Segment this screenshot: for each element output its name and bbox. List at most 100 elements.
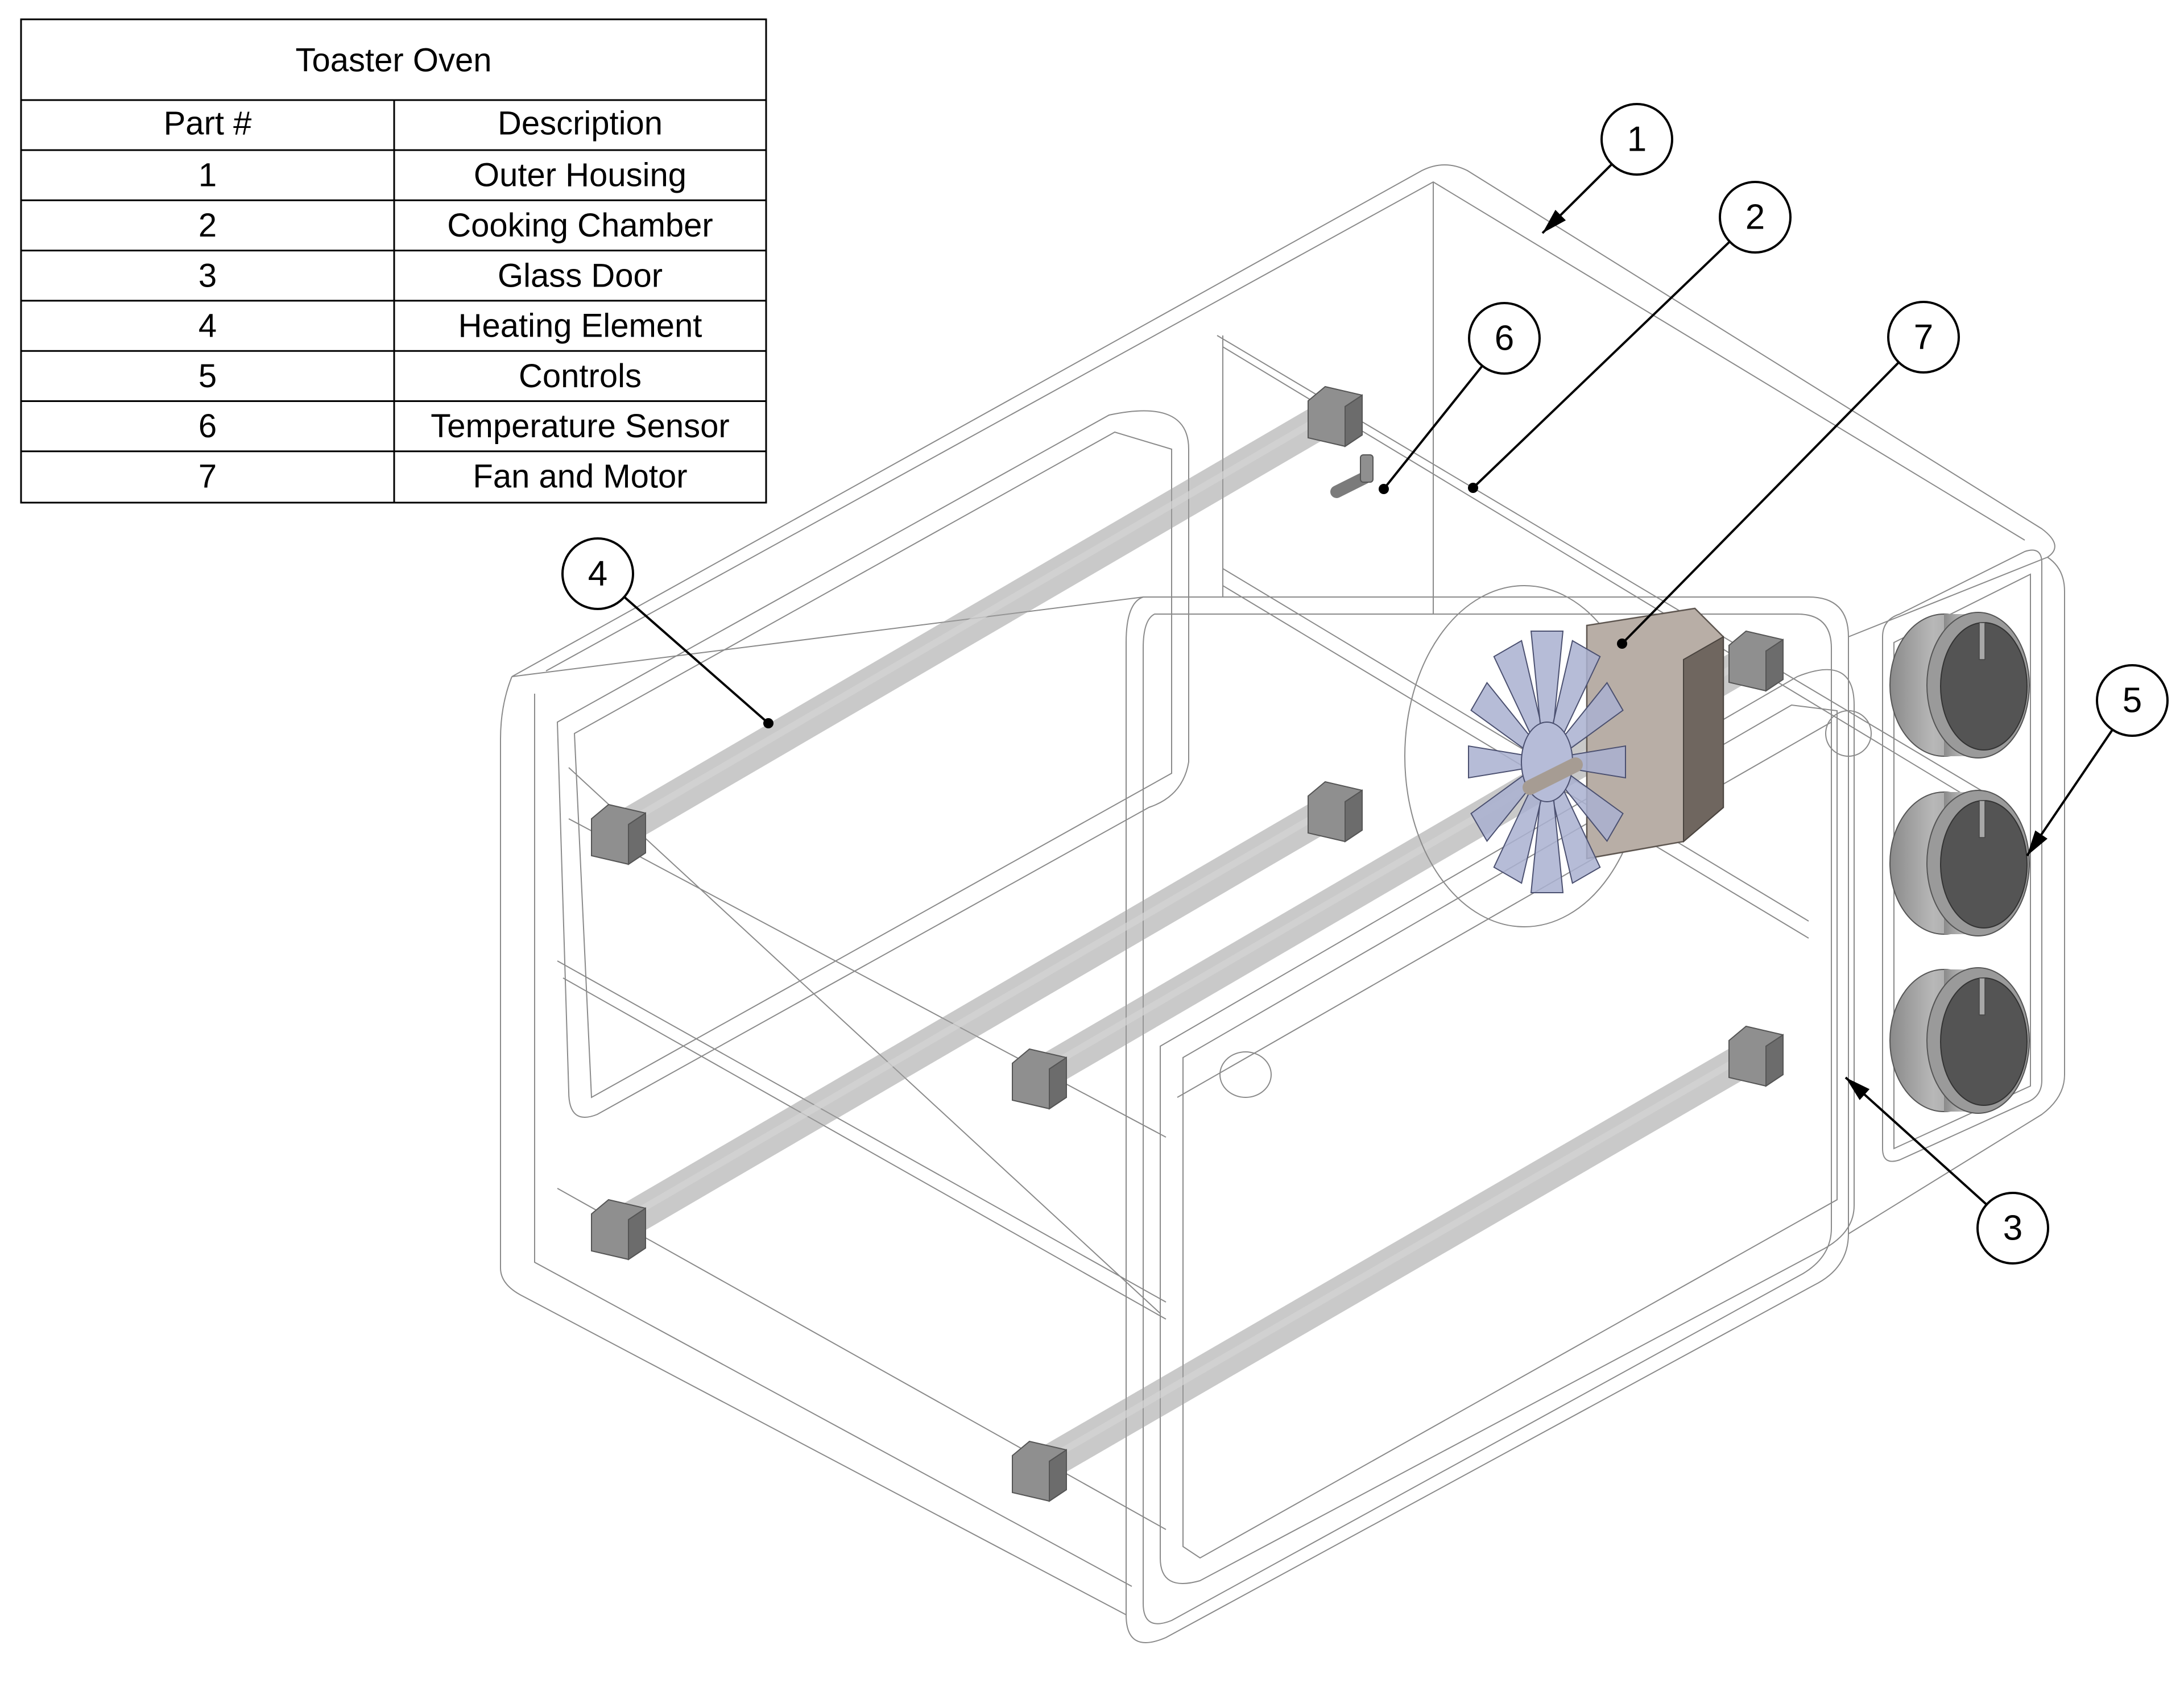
knob-indicator: [1979, 622, 1986, 660]
outer-housing: [500, 164, 2065, 1643]
control-knobs: [1889, 612, 2030, 1114]
leader-line: [1621, 361, 1900, 645]
housing-top-right-front: [1848, 557, 2048, 637]
housing-front-face: [1126, 596, 1849, 1643]
bom-part-number: 7: [198, 458, 217, 495]
end-cap-side: [1049, 1056, 1067, 1110]
balloon-label: 6: [1495, 319, 1514, 358]
balloon-3: 3: [1844, 1076, 2049, 1265]
housing-left-side: [500, 676, 1127, 1615]
bom-part-description: Cooking Chamber: [447, 207, 713, 244]
bom-row: 4 Heating Element: [198, 308, 702, 345]
knob-indicator: [1979, 800, 1986, 838]
leader-dot: [1379, 484, 1389, 494]
bom-part-number: 4: [198, 308, 217, 345]
fan-blades: [1468, 631, 1626, 893]
control-panel-face: [1882, 549, 2042, 1162]
bom-part-number: 1: [198, 157, 217, 194]
heating-element: [591, 781, 1363, 1261]
heating-element: [591, 386, 1363, 865]
balloon-5: 5: [2026, 664, 2169, 857]
bom-part-description: Temperature Sensor: [431, 408, 729, 445]
bom-title: Toaster Oven: [296, 42, 492, 79]
chamber-diagonal: [568, 767, 1161, 1314]
fan-and-motor: [1404, 585, 1724, 927]
heating-element-end-cap: [591, 803, 646, 865]
leader-line: [1844, 1076, 1988, 1205]
bom-part-number: 3: [198, 257, 217, 294]
chamber-side-window: [556, 410, 1189, 1118]
door-glass-pane: [1182, 704, 1838, 1559]
housing-top-back-edge: [511, 164, 2055, 677]
balloon-2: 2: [1468, 181, 1792, 493]
temperature-sensor: [1330, 454, 1374, 498]
bom-part-number: 6: [198, 408, 217, 445]
bom-part-description: Glass Door: [498, 257, 663, 294]
control-knob: [1889, 967, 2030, 1114]
housing-left-inner: [534, 694, 1132, 1587]
bom-header-part: Part #: [164, 105, 252, 142]
leader-arrowhead: [1846, 1077, 1870, 1100]
leader-line: [1472, 241, 1731, 489]
sensor-bracket: [1360, 454, 1374, 483]
control-knob: [1889, 790, 2030, 936]
end-cap-side: [1765, 1034, 1784, 1087]
balloon-label: 3: [2003, 1209, 2022, 1248]
housing-right-side: [1848, 557, 2065, 1234]
heating-elements: [591, 386, 1784, 1502]
heating-element-end-cap: [1308, 781, 1363, 843]
door-handle-mount-left: [1219, 1051, 1272, 1098]
end-cap-side: [1049, 1449, 1067, 1502]
leader-arrowhead: [2027, 830, 2048, 856]
balloon-circle: [1468, 302, 1541, 375]
end-cap-side: [1765, 639, 1784, 692]
end-cap-side: [628, 812, 646, 865]
leader-dot: [1617, 639, 1627, 649]
chamber-side-window-inner: [573, 431, 1172, 1099]
chamber-lower-rail: [557, 960, 1167, 1303]
housing-top-left-front: [511, 596, 1144, 677]
balloon-circle: [1976, 1192, 2049, 1265]
knob-indicator: [1979, 977, 1986, 1015]
heating-tube-highlight: [618, 801, 1339, 1225]
end-cap-side: [1345, 394, 1363, 447]
fan-shaft: [1523, 757, 1583, 795]
control-knob: [1889, 612, 2030, 758]
balloon-1: 1: [1541, 103, 1673, 234]
door-frame: [1160, 669, 1855, 1584]
bom-part-number: 5: [198, 358, 217, 395]
balloon-circle: [561, 537, 634, 610]
chamber-bottom-edge: [557, 1188, 1167, 1530]
bom-row: 6 Temperature Sensor: [198, 408, 730, 445]
leader-arrowhead: [1542, 210, 1566, 233]
leader-line: [1383, 365, 1483, 490]
heating-element: [1012, 1025, 1784, 1502]
housing-front-inner: [1143, 614, 1832, 1624]
leader-dot: [1468, 483, 1478, 493]
control-panel-inner: [1893, 573, 2031, 1150]
bom-part-description: Heating Element: [458, 308, 702, 345]
balloon-7: 7: [1617, 301, 1960, 649]
bom-part-description: Controls: [519, 358, 642, 395]
heating-element-end-cap: [591, 1199, 646, 1261]
control-panel: [1882, 549, 2042, 1162]
balloon-circle: [1887, 301, 1960, 374]
end-cap-side: [628, 1207, 646, 1261]
heating-element-end-cap: [1012, 1440, 1067, 1502]
door-handle-mount-right: [1825, 710, 1872, 757]
balloon-label: 7: [1914, 318, 1933, 357]
balloon-circle: [1719, 181, 1792, 254]
heating-element-end-cap: [1308, 386, 1363, 447]
motor-housing-side: [1683, 636, 1724, 843]
leader-line: [623, 596, 770, 724]
balloon-label: 2: [1745, 198, 1765, 237]
heating-element-end-cap: [1728, 1025, 1784, 1087]
bom-header-description: Description: [498, 105, 663, 142]
heating-element-end-cap: [1012, 1048, 1067, 1110]
heating-tube-highlight: [1039, 1045, 1760, 1467]
balloon-circle: [1600, 103, 1673, 176]
